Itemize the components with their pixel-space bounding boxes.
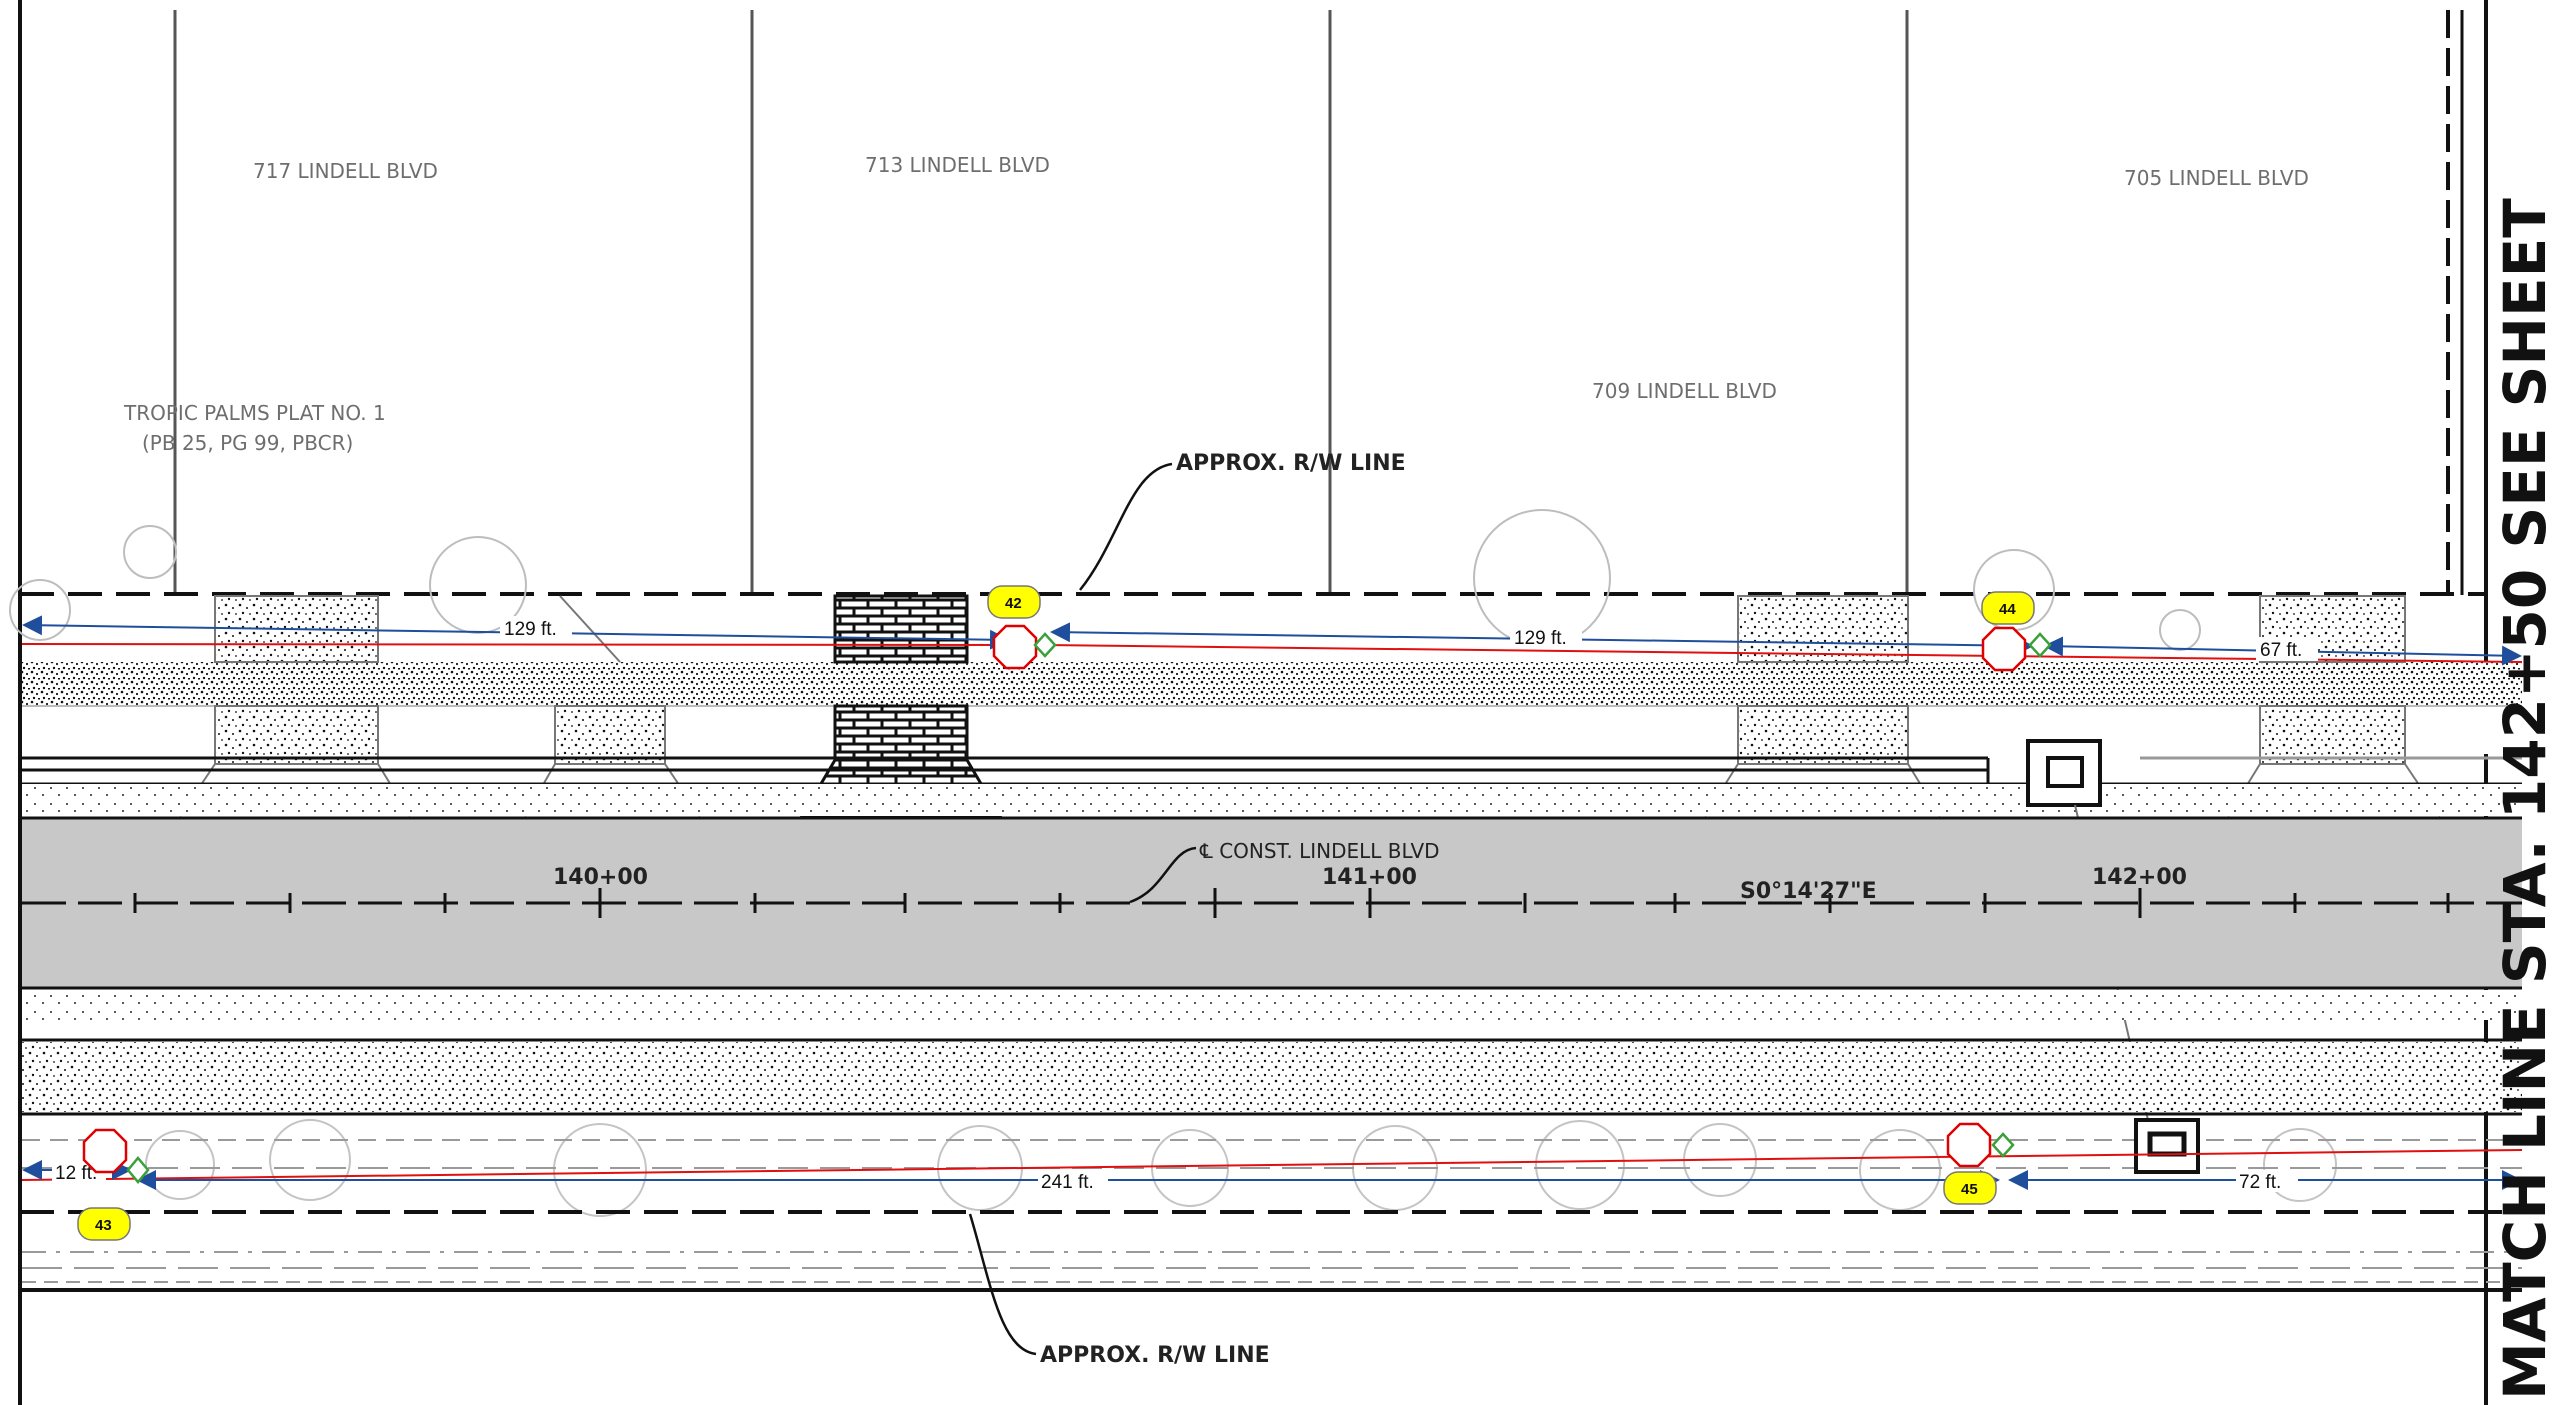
plat-label-line2: (PB 25, PG 99, PBCR) xyxy=(142,431,353,455)
bearing-label: S0°14'27"E xyxy=(1740,879,1877,904)
rw-leader-bottom xyxy=(968,1213,1037,1356)
sidewalk-gap xyxy=(22,706,2522,754)
dim-top-mid: 129 ft. xyxy=(1514,628,1567,649)
centerline-ticks xyxy=(133,888,2450,918)
marker-44 xyxy=(1981,591,2035,625)
utility-box-upper xyxy=(2026,739,2102,807)
curb-lines xyxy=(22,756,2522,786)
marker-45 xyxy=(1943,1171,1997,1205)
lot-label-709: 709 LINDELL BLVD xyxy=(1592,379,1777,403)
octagon-45 xyxy=(1946,1122,1992,1168)
diamond-42 xyxy=(1033,632,1057,658)
marker-42-label: 42 xyxy=(1005,595,1022,612)
diamond-44 xyxy=(2028,632,2052,658)
lot-label-713: 713 LINDELL BLVD xyxy=(865,153,1050,177)
dim-top-right: 67 ft. xyxy=(2260,640,2302,661)
yellow-markers: 42 43 44 45 xyxy=(77,585,2035,1241)
marker-44-label: 44 xyxy=(1999,601,2016,618)
plat-label-line1: TROPIC PALMS PLAT NO. 1 xyxy=(123,401,386,425)
diamond-markers xyxy=(126,632,2052,1184)
dim-bottom-left: 12 ft. xyxy=(55,1163,97,1184)
utility-dash-lines xyxy=(22,1139,2522,1283)
sidewalk-lower xyxy=(22,1042,2522,1112)
octagon-43 xyxy=(82,1128,128,1174)
marker-43-label: 43 xyxy=(95,1217,112,1234)
rw-leader-top xyxy=(1079,462,1173,591)
centerline-label: ℄ CONST. LINDELL BLVD xyxy=(1199,839,1440,863)
curb-strip-upper xyxy=(22,784,2522,816)
brick-paver-upper xyxy=(833,594,969,664)
lot-label-717: 717 LINDELL BLVD xyxy=(253,159,438,183)
lot-label-705: 705 LINDELL BLVD xyxy=(2124,166,2309,190)
curb-strip-lower xyxy=(22,990,2522,1020)
marker-45-label: 45 xyxy=(1961,1181,1978,1198)
dim-bottom-mid: 241 ft. xyxy=(1041,1172,1094,1193)
octagon-44 xyxy=(1981,626,2027,672)
station-140: 140+00 xyxy=(553,865,648,890)
marker-42 xyxy=(987,585,1041,619)
diamond-43 xyxy=(126,1156,150,1184)
dim-top-left: 129 ft. xyxy=(504,619,557,640)
station-142: 142+00 xyxy=(2092,865,2187,890)
rw-label-bottom: APPROX. R/W LINE xyxy=(1040,1343,1270,1368)
sidewalk-upper xyxy=(22,662,2522,706)
dim-bottom-right: 72 ft. xyxy=(2239,1172,2281,1193)
station-141: 141+00 xyxy=(1322,865,1417,890)
octagon-42 xyxy=(992,624,1038,670)
octagon-markers xyxy=(82,624,2027,1174)
lot-lines xyxy=(173,10,1909,595)
edge-label: MATCH LINE STA. 142+50 SEE SHEET xyxy=(2491,198,2559,1400)
rw-label-top: APPROX. R/W LINE xyxy=(1176,451,1406,476)
diamond-45 xyxy=(1991,1132,2015,1158)
marker-43 xyxy=(77,1207,131,1241)
centerline-leader xyxy=(1129,846,1197,904)
